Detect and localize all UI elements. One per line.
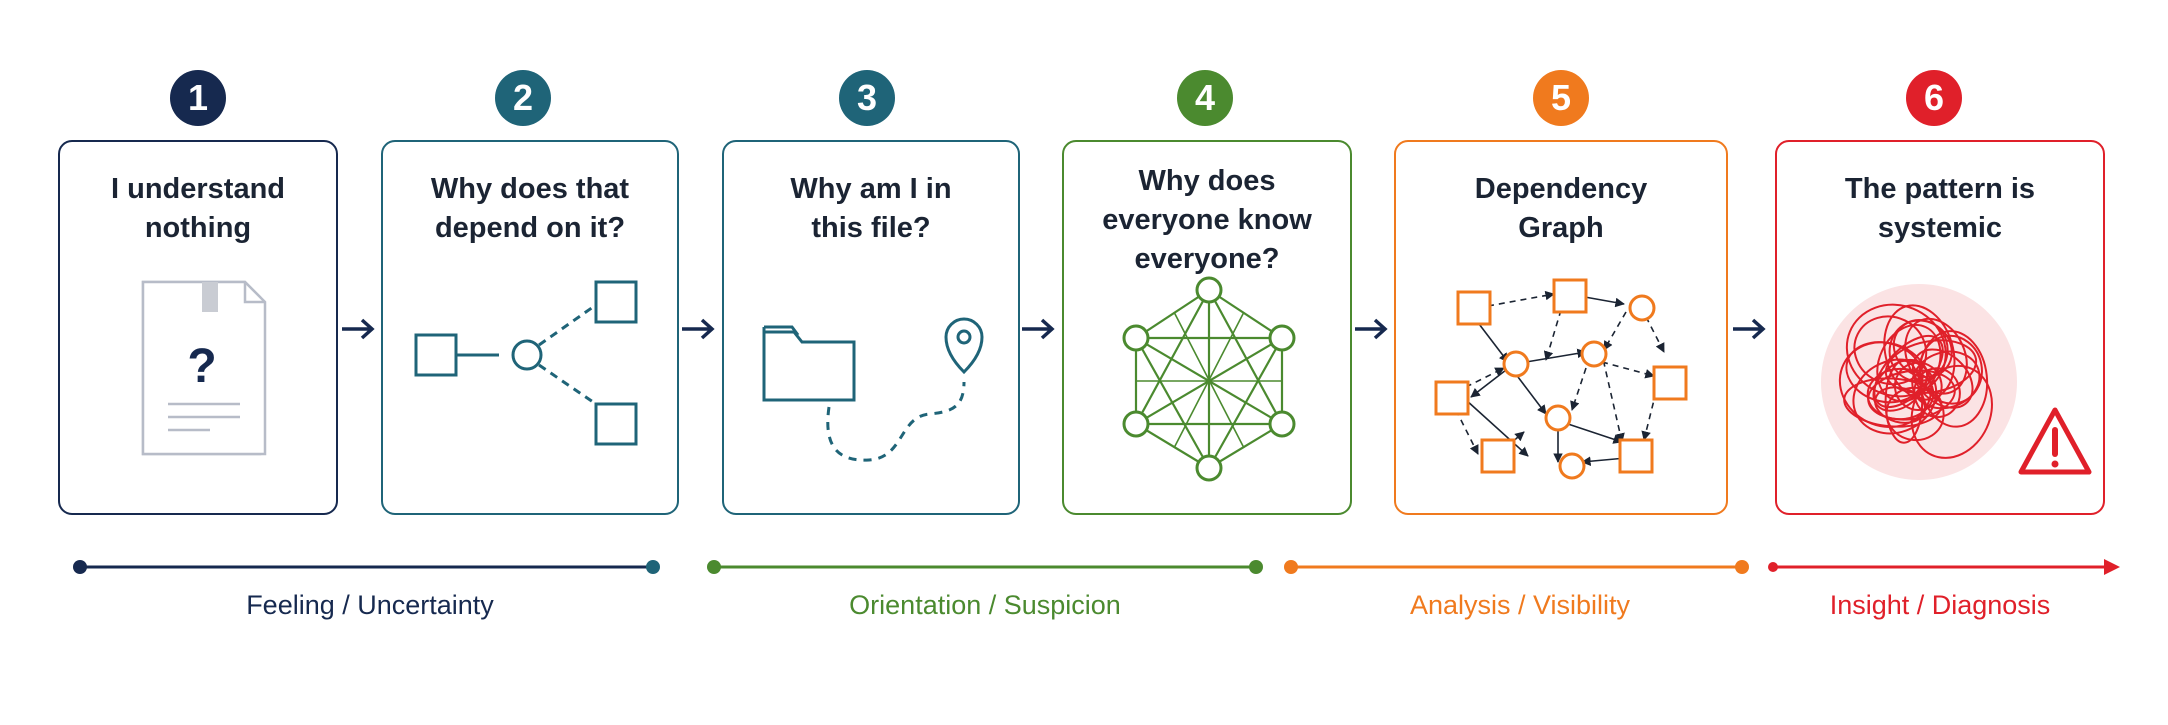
phase-4-label: Insight / Diagnosis [1829, 590, 2051, 620]
step-6-title: The pattern is systemic [1844, 173, 2036, 244]
folder-path-pin-icon [762, 317, 984, 462]
step-2-title: Why does that depend on it? [430, 173, 630, 244]
arrow-right-icon [1022, 318, 1055, 340]
step-1-badge: 1 [170, 70, 226, 126]
dependency-branch-icon [414, 280, 638, 446]
step-4-badge: 4 [1177, 70, 1233, 126]
step-5-title: Dependency Graph [1474, 173, 1648, 244]
phase-1-line [73, 560, 660, 574]
phase-4-line [1768, 559, 2120, 575]
step-2-card: Why does that depend on it? [381, 140, 679, 515]
mesh-network-icon [1122, 276, 1296, 482]
dependency-graph-icon [1434, 278, 1688, 480]
step-4-card: Why does everyone know everyone? [1062, 140, 1352, 515]
document-question-icon: ? [141, 280, 267, 456]
step-6-badge: 6 [1906, 70, 1962, 126]
step-4-title: Why does everyone know everyone? [1102, 165, 1312, 275]
phase-timeline [73, 559, 2120, 575]
phase-2-line [707, 560, 1263, 574]
arrow-right-icon [342, 318, 375, 340]
step-3-card: Why am I in this file? [722, 140, 1020, 515]
step-1-title: I understand nothing [110, 173, 285, 244]
step-5-badge: 5 [1533, 70, 1589, 126]
phase-3-line [1284, 560, 1749, 574]
phase-1-label: Feeling / Uncertainty [246, 590, 494, 620]
step-3-badge: 3 [839, 70, 895, 126]
arrow-right-icon [682, 318, 715, 340]
step-2-badge: 2 [495, 70, 551, 126]
arrow-right-icon [1733, 318, 1766, 340]
step-6-card: The pattern is systemic [1775, 140, 2105, 515]
phase-3-label: Analysis / Visibility [1409, 590, 1631, 620]
svg-text:?: ? [187, 340, 216, 393]
tangle-warning-icon [1821, 284, 2092, 480]
step-3-title: Why am I in this file? [790, 173, 952, 244]
step-1-card: I understand nothing ? [58, 140, 338, 515]
phase-2-label: Orientation / Suspicion [849, 590, 1121, 620]
arrow-right-icon [1355, 318, 1388, 340]
step-5-card: Dependency Graph [1394, 140, 1728, 515]
